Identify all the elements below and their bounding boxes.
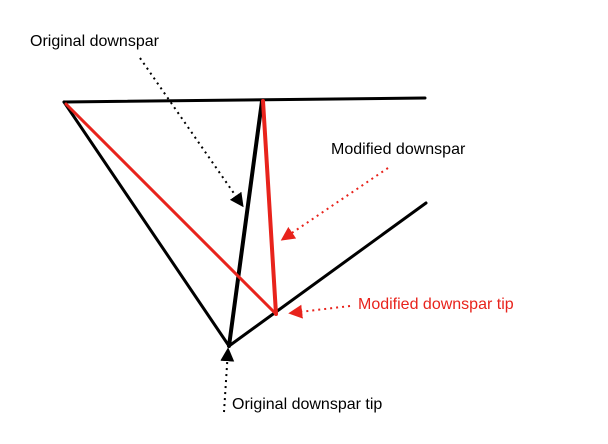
original-downspar-pointer-arrow [139,57,244,208]
left-arm-line [62,100,231,348]
original-downspar-line [227,99,264,348]
right-arm-line [227,201,428,348]
original-downspar-tip-pointer-arrow [220,347,235,413]
modified-downspar-tip-pointer-arrow [288,304,351,319]
modified-downspar-label: Modified downspar [331,141,466,158]
original-downspar-label: Original downspar [30,33,159,50]
top-spar-line [62,96,427,104]
modified-diagonal-line [64,102,278,316]
modified-downspar-tip-label: Modified downspar tip [358,296,514,313]
modified-downspar-line [261,99,278,316]
original-downspar-tip-label: Original downspar tip [232,396,383,413]
modified-downspar-pointer-arrow [280,167,389,241]
